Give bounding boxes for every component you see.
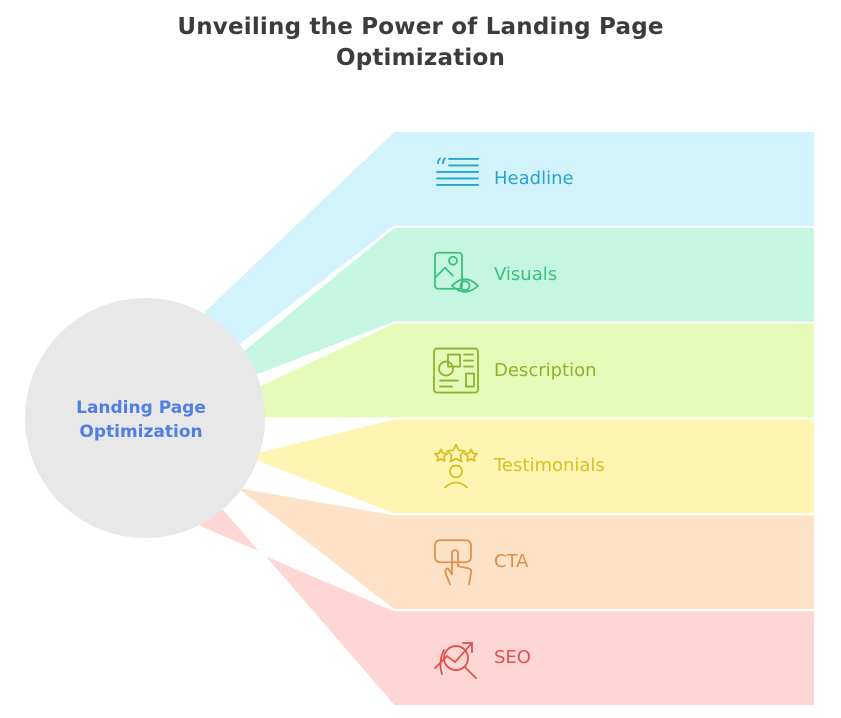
center-label: Landing Page Optimization (40, 396, 242, 444)
center-label-line-2: Optimization (79, 422, 203, 442)
band-label-testimonials: Testimonials (494, 455, 605, 477)
icons-layer (433, 157, 479, 679)
band-label-seo: SEO (494, 647, 531, 669)
band-label-description: Description (494, 359, 597, 381)
chart-search-icon (434, 642, 477, 679)
title-line-1: Unveiling the Power of Landing Page (177, 14, 664, 40)
title-line-2: Optimization (335, 45, 506, 71)
stars-person-icon (434, 443, 478, 489)
band-label-headline: Headline (494, 167, 574, 189)
document-shapes-icon (433, 347, 479, 394)
band-label-visuals: Visuals (494, 263, 558, 285)
quote-lines-icon (436, 157, 479, 186)
image-eye-icon (434, 251, 479, 293)
center-circle (25, 298, 265, 538)
page-title: Unveiling the Power of Landing Page Opti… (0, 12, 841, 74)
hand-tap-icon (434, 539, 473, 586)
band-label-cta: CTA (494, 551, 529, 573)
center-label-line-1: Landing Page (76, 398, 206, 418)
